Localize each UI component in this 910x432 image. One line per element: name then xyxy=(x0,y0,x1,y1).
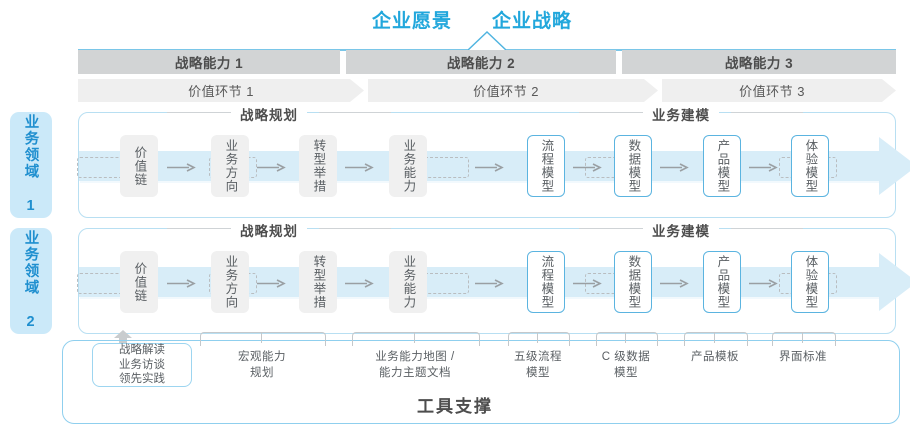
bottom-caption-line: C 级数据 xyxy=(601,351,651,363)
bottom-bracket xyxy=(200,332,326,346)
flow-arrow-icon xyxy=(749,279,778,288)
bottom-bracket xyxy=(772,332,836,346)
capability-cell-2[interactable]: 战略能力 2 xyxy=(346,50,617,74)
bottom-caption-line: 宏观能力 xyxy=(238,351,286,363)
bracket-stem xyxy=(537,332,538,343)
bottom-caption-line: 五级流程 xyxy=(514,351,562,363)
bottom-bracket xyxy=(352,332,480,346)
flow-arrow-icon xyxy=(257,279,286,288)
value-link-cell-1[interactable]: 价值环节 1 xyxy=(78,79,364,102)
tool-support-container xyxy=(62,340,900,424)
bottom-caption-6: 界面标准 xyxy=(760,350,846,366)
business-domain-label-1[interactable]: 业务领域 1 xyxy=(10,112,52,218)
bottom-caption-line: 领先实践 xyxy=(119,373,165,386)
bottom-caption-line: 界面标准 xyxy=(779,351,827,363)
enterprise-strategy-title: 企业战略 xyxy=(492,11,573,32)
vision-strategy-brace xyxy=(78,31,896,51)
flow-arrow-icon xyxy=(475,163,504,172)
section-rule-right-2 xyxy=(731,112,803,113)
node-data-model[interactable]: 数据模型 xyxy=(614,251,652,313)
value-link-cell-3[interactable]: 价值环节 3 xyxy=(662,79,896,102)
upward-arrow-icon xyxy=(114,330,132,344)
bottom-caption-line: 业务能力地图 / xyxy=(375,351,455,363)
node-business-direction[interactable]: 业务方向 xyxy=(211,251,249,313)
capability-cell-1[interactable]: 战略能力 1 xyxy=(78,50,341,74)
section-caption-planning: 战略规划 xyxy=(231,104,307,124)
section-rule-right xyxy=(319,228,391,229)
bracket-stem xyxy=(802,332,803,343)
node-business-direction[interactable]: 业务方向 xyxy=(211,135,249,197)
bottom-caption-line: 能力主题文档 xyxy=(379,366,451,379)
bottom-caption-2: 业务能力地图 / 能力主题文档 xyxy=(352,350,478,381)
bottom-bracket xyxy=(508,332,570,346)
node-experience-model[interactable]: 体验模型 xyxy=(791,135,829,197)
flow-arrow-icon xyxy=(167,163,196,172)
value-link-cell-2[interactable]: 价值环节 2 xyxy=(368,79,658,102)
bottom-caption-4: C 级数据 模型 xyxy=(583,350,669,381)
business-domain-row-1: 战略规划 业务建模 价值链 业务方向 转型举措 业务能力 流程模型 数据模型 产… xyxy=(77,104,910,218)
capability-cell-3[interactable]: 战略能力 3 xyxy=(622,50,896,74)
section-rule-left xyxy=(167,112,239,113)
flow-arrow-icon xyxy=(749,163,778,172)
section-rule-right xyxy=(319,112,391,113)
section-rule-left xyxy=(167,228,239,229)
node-business-capability[interactable]: 业务能力 xyxy=(389,251,427,313)
flow-arrow-icon xyxy=(573,279,602,288)
flow-arrow-icon xyxy=(257,163,286,172)
node-transformation-initiative[interactable]: 转型举措 xyxy=(299,135,337,197)
node-product-model[interactable]: 产品模型 xyxy=(703,135,741,197)
node-transformation-initiative[interactable]: 转型举措 xyxy=(299,251,337,313)
bottom-bracket xyxy=(684,332,748,346)
bottom-bracket xyxy=(596,332,658,346)
bracket-stem xyxy=(414,332,415,343)
flow-arrow-icon xyxy=(345,163,374,172)
bottom-caption-line: 规划 xyxy=(250,366,274,379)
section-rule-right-2 xyxy=(731,228,803,229)
flow-arrow-icon xyxy=(475,279,504,288)
section-caption-modeling: 业务建模 xyxy=(643,220,719,240)
bottom-caption-1: 宏观能力 规划 xyxy=(211,350,313,381)
flow-arrow-icon xyxy=(345,279,374,288)
section-rule-left-2 xyxy=(579,228,651,229)
node-product-model[interactable]: 产品模型 xyxy=(703,251,741,313)
bottom-caption-line: 业务访谈 xyxy=(119,358,165,371)
business-domain-label-2[interactable]: 业务领域 2 xyxy=(10,228,52,334)
bottom-caption-box-0[interactable]: 战略解读 业务访谈 领先实践 xyxy=(92,343,192,387)
bottom-caption-line: 模型 xyxy=(614,366,638,379)
strategic-capability-bar-row: 战略能力 1 战略能力 2 战略能力 3 xyxy=(78,50,896,74)
node-experience-model[interactable]: 体验模型 xyxy=(791,251,829,313)
node-value-chain[interactable]: 价值链 xyxy=(120,135,158,197)
tool-support-label: 工具支撑 xyxy=(417,397,493,416)
flow-arrow-icon xyxy=(660,279,689,288)
business-domain-row-2: 战略规划 业务建模 价值链 业务方向 转型举措 业务能力 流程模型 数据模型 产… xyxy=(77,220,910,334)
bottom-caption-3: 五级流程 模型 xyxy=(495,350,581,381)
enterprise-vision-title: 企业愿景 xyxy=(372,11,453,32)
bottom-caption-line: 战略解读 xyxy=(119,343,165,356)
section-caption-planning: 战略规划 xyxy=(231,220,307,240)
bottom-caption-5: 产品模板 xyxy=(672,350,758,366)
node-business-capability[interactable]: 业务能力 xyxy=(389,135,427,197)
flow-arrow-icon xyxy=(167,279,196,288)
bracket-stem xyxy=(714,332,715,343)
flow-arrow-icon xyxy=(573,163,602,172)
bottom-caption-line: 产品模板 xyxy=(691,351,739,363)
node-value-chain[interactable]: 价值链 xyxy=(120,251,158,313)
section-caption-modeling: 业务建模 xyxy=(643,104,719,124)
node-process-model[interactable]: 流程模型 xyxy=(527,251,565,313)
bracket-stem xyxy=(261,332,262,343)
bracket-stem xyxy=(625,332,626,343)
node-data-model[interactable]: 数据模型 xyxy=(614,135,652,197)
flow-arrow-icon xyxy=(660,163,689,172)
value-link-chevron-row: 价值环节 1 价值环节 2 价值环节 3 xyxy=(78,79,896,102)
bottom-caption-line: 模型 xyxy=(526,366,550,379)
node-process-model[interactable]: 流程模型 xyxy=(527,135,565,197)
section-rule-left-2 xyxy=(579,112,651,113)
